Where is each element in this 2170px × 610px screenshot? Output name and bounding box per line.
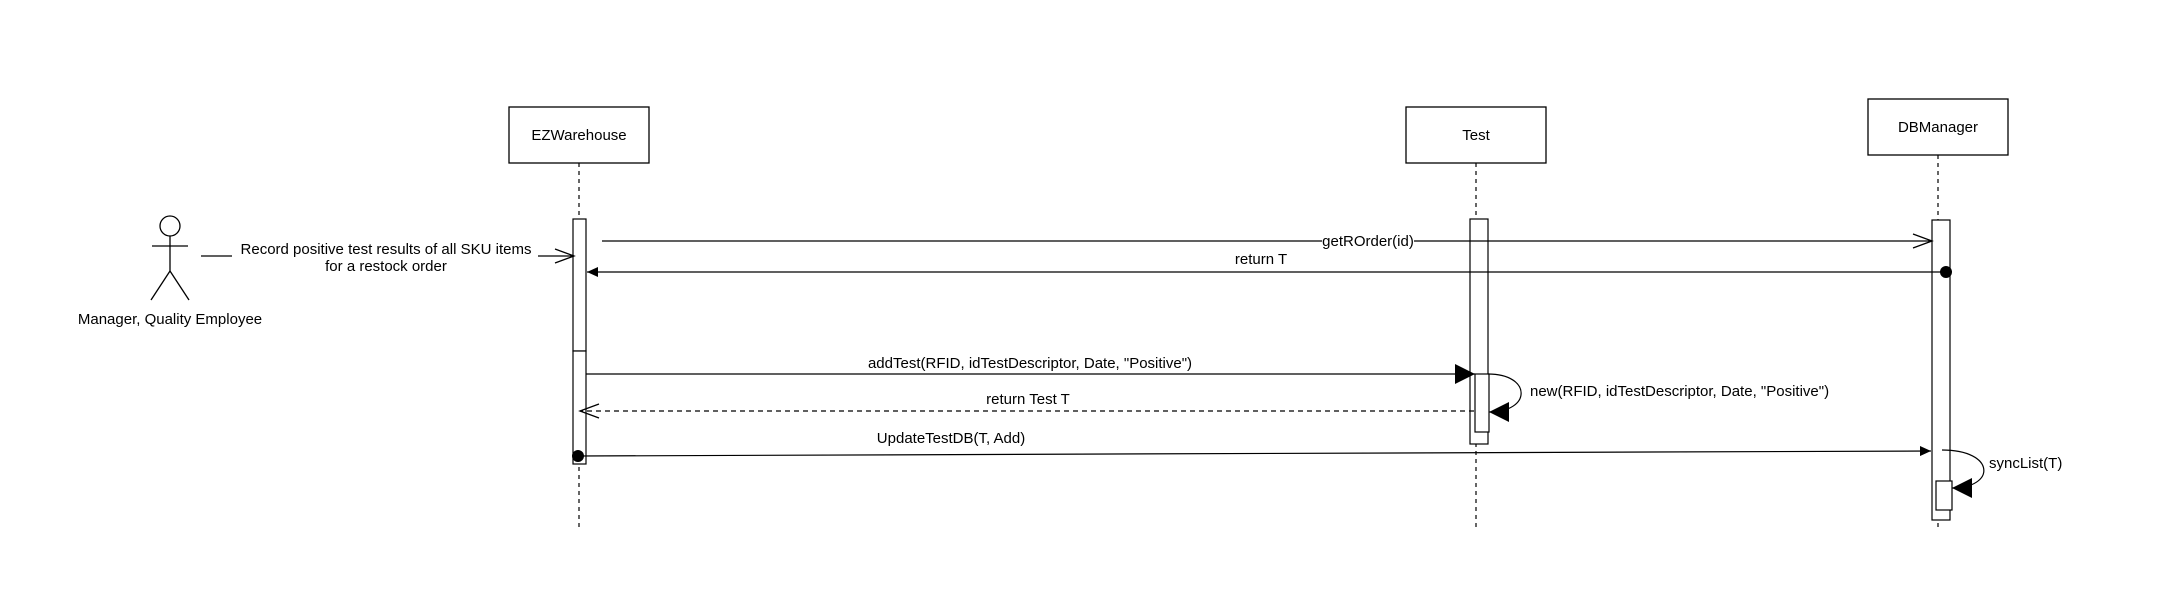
participant-label: Test	[1462, 127, 1490, 144]
message-getrorder-label: getROrder(id)	[1322, 233, 1414, 250]
activation-test-2	[1474, 373, 1490, 433]
actor-stick-figure-icon	[150, 215, 190, 301]
message-new-label: new(RFID, idTestDescriptor, Date, "Posit…	[1530, 383, 1829, 400]
message-updatetestdb-start-dot	[572, 450, 584, 462]
activation-dbmanager-2	[1935, 480, 1953, 511]
message-return-t-label: return T	[1235, 251, 1287, 268]
participant-dbmanager: DBManager	[1867, 98, 2009, 156]
participant-ezwarehouse: EZWarehouse	[508, 106, 650, 164]
actor-label: Manager, Quality Employee	[78, 311, 262, 328]
activation-ezwarehouse-2	[572, 350, 587, 465]
message-updatetestdb-arrow	[577, 446, 1932, 457]
participant-label: EZWarehouse	[531, 127, 626, 144]
activation-dbmanager-1	[1931, 219, 1951, 521]
message-record-positive-label-line2: for a restock order	[325, 258, 447, 275]
message-return-t-start-dot	[1940, 266, 1952, 278]
message-synclist-label: syncList(T)	[1989, 455, 2062, 472]
message-updatetestdb-label: UpdateTestDB(T, Add)	[877, 430, 1025, 447]
message-new-self-arrow	[1487, 373, 1522, 422]
message-return-test-t-label: return Test T	[986, 391, 1070, 408]
participant-label: DBManager	[1898, 119, 1978, 136]
message-record-positive-label-line1: Record positive test results of all SKU …	[241, 241, 532, 258]
message-synclist-self-arrow	[1941, 449, 1985, 498]
activation-ezwarehouse-1	[572, 218, 587, 352]
participant-test: Test	[1405, 106, 1547, 164]
message-addtest-label: addTest(RFID, idTestDescriptor, Date, "P…	[868, 355, 1192, 372]
